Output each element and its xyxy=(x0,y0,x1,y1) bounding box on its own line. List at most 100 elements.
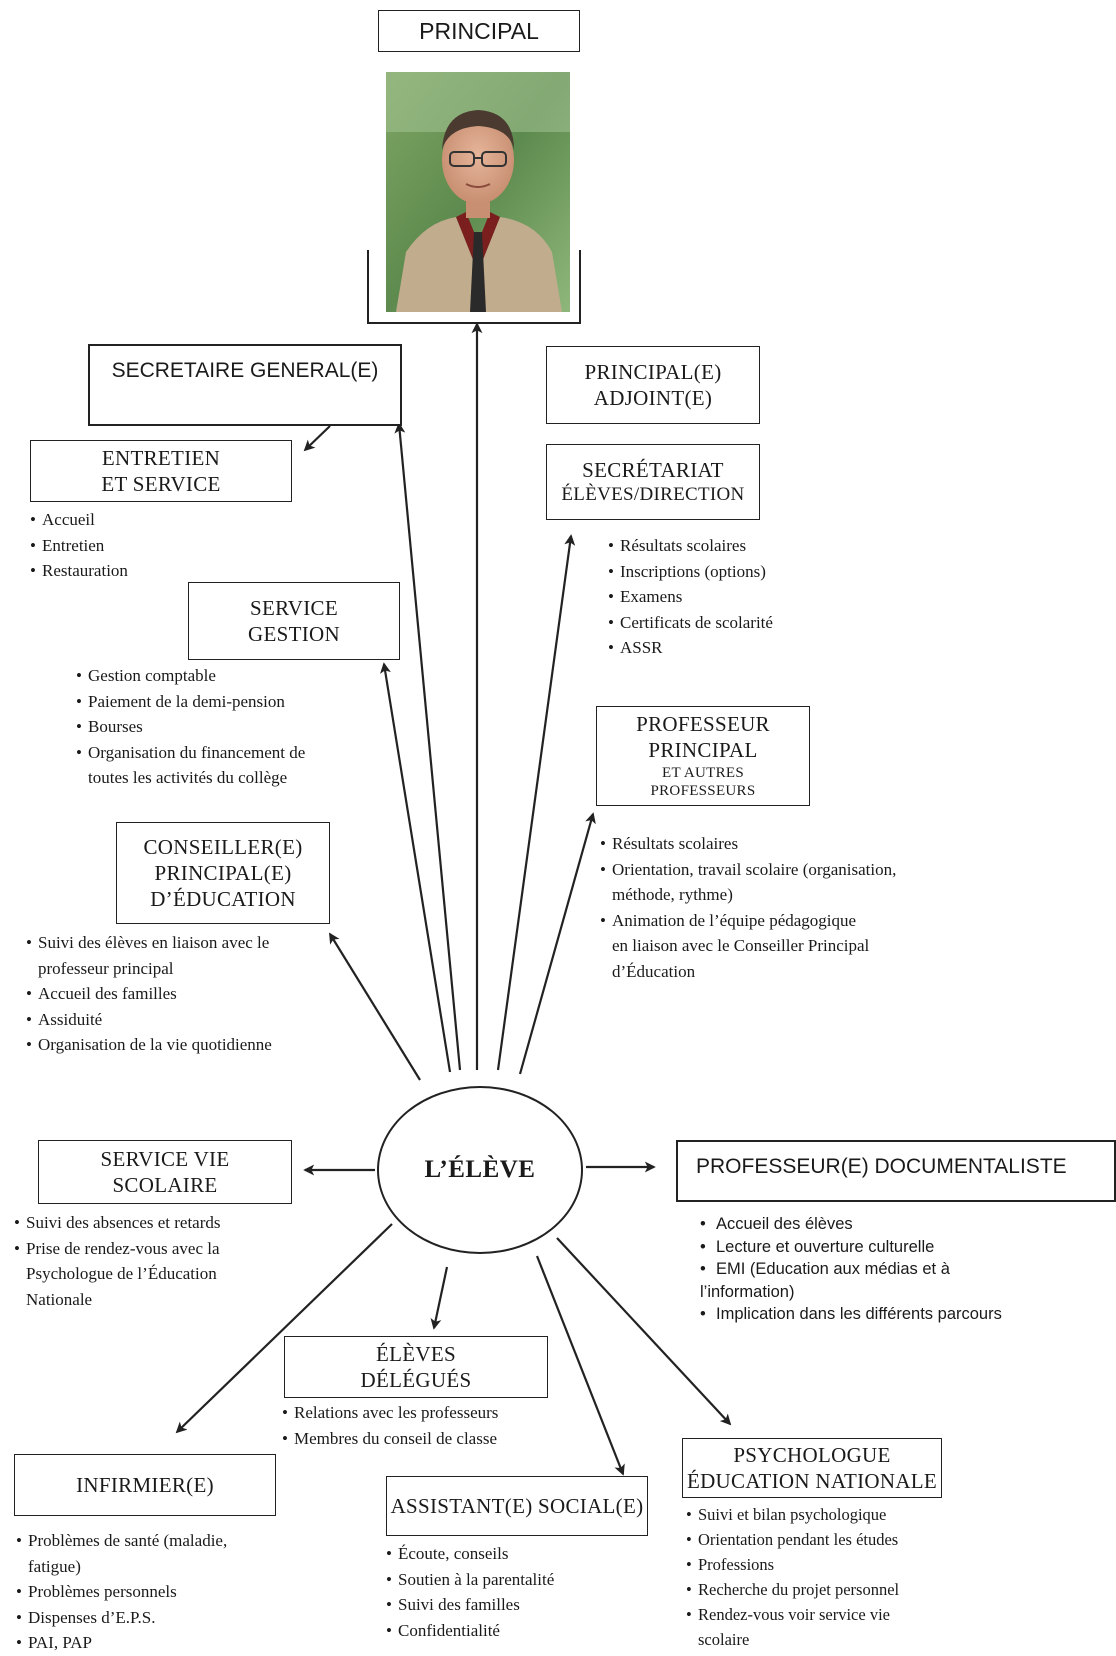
professeur-principal-box: PROFESSEUR PRINCIPAL ET AUTRES PROFESSEU… xyxy=(596,706,810,806)
list-item-continued: fatigue) xyxy=(28,1556,81,1576)
entretien-list: Accueil Entretien Restauration xyxy=(30,507,128,584)
list-item: Orientation, travail scolaire (organisat… xyxy=(600,857,896,883)
arrow-to-secretaire-general xyxy=(394,422,462,1071)
arrow-to-psychologue xyxy=(556,1237,732,1426)
list-item: Paiement de la demi-pension xyxy=(76,689,305,715)
assistant-social-list: Écoute, conseils Soutien à la parentalit… xyxy=(386,1541,554,1643)
vie-scolaire-title-line-2: SCOLAIRE xyxy=(112,1173,218,1197)
cpe-title-line-3: D’ÉDUCATION xyxy=(150,887,296,912)
cpe-box: CONSEILLER(E) PRINCIPAL(E) D’ÉDUCATION xyxy=(116,822,330,924)
documentaliste-box: PROFESSEUR(E) DOCUMENTALISTE xyxy=(676,1140,1116,1202)
list-item: Orientation pendant les études xyxy=(686,1527,899,1552)
service-gestion-list: Gestion comptable Paiement de la demi-pe… xyxy=(76,663,305,791)
list-item: Implication dans les différents parcours xyxy=(700,1303,1002,1326)
vie-scolaire-title-line-1: SERVICE VIE xyxy=(100,1146,230,1171)
cpe-title-line-1: CONSEILLER(E) xyxy=(143,834,303,859)
list-item: Certificats de scolarité xyxy=(608,610,773,636)
psychologue-box: PSYCHOLOGUE ÉDUCATION NATIONALE xyxy=(682,1438,942,1498)
list-item: Résultats scolaires xyxy=(600,831,896,857)
arrow-to-professeur-principal xyxy=(518,812,596,1075)
list-item: Suivi des élèves en liaison avec le xyxy=(26,930,272,956)
entretien-title-line-2: ET SERVICE xyxy=(101,472,221,496)
list-item: Écoute, conseils xyxy=(386,1541,554,1567)
secretariat-box: SECRÉTARIAT ÉLÈVES/DIRECTION xyxy=(546,444,760,520)
list-item: Accueil des familles xyxy=(26,981,272,1007)
professeur-principal-title-line-1: PROFESSEUR xyxy=(636,712,770,736)
list-item: Rendez-vous voir service vie xyxy=(686,1602,899,1627)
professeur-principal-subtitle-line-2: PROFESSEURS xyxy=(650,783,756,800)
list-item-continued: scolaire xyxy=(698,1630,750,1649)
student-circle: L’ÉLÈVE xyxy=(377,1086,583,1254)
list-item: Organisation du financement de xyxy=(76,740,305,766)
list-item: Problèmes personnels xyxy=(16,1579,227,1605)
list-item: Soutien à la parentalité xyxy=(386,1567,554,1593)
professeur-principal-subtitle-line-1: ET AUTRES xyxy=(661,764,744,781)
infirmier-box: INFIRMIER(E) xyxy=(14,1454,276,1516)
photo-bracket xyxy=(367,250,581,324)
assistant-social-title: ASSISTANT(E) SOCIAL(E) xyxy=(390,1493,644,1518)
list-item: Relations avec les professeurs xyxy=(282,1400,498,1426)
list-item: Résultats scolaires xyxy=(608,533,773,559)
list-item: Recherche du projet personnel xyxy=(686,1577,899,1602)
arrow-to-service-gestion xyxy=(380,662,452,1073)
arrow-to-delegues xyxy=(430,1266,449,1330)
psychologue-title-line-1: PSYCHOLOGUE xyxy=(733,1442,891,1467)
principal-photo xyxy=(386,72,570,312)
list-item: Animation de l’équipe pédagogique xyxy=(600,908,896,934)
service-gestion-box: SERVICE GESTION xyxy=(188,582,400,660)
list-item: Prise de rendez-vous avec la xyxy=(14,1236,221,1262)
list-item: Gestion comptable xyxy=(76,663,305,689)
arrow-to-infirmier xyxy=(175,1223,393,1434)
list-item: Examens xyxy=(608,584,773,610)
list-item: Lecture et ouverture culturelle xyxy=(700,1236,1002,1259)
entretien-box: ENTRETIEN ET SERVICE xyxy=(30,440,292,502)
delegues-box: ÉLÈVES DÉLÉGUÉS xyxy=(284,1336,548,1398)
secretaire-general-box: SECRETAIRE GENERAL(E) xyxy=(88,344,402,426)
psychologue-title-line-2: ÉDUCATION NATIONALE xyxy=(686,1469,938,1493)
principal-adjoint-title-line-2: ADJOINT(E) xyxy=(593,386,713,410)
student-label: L’ÉLÈVE xyxy=(424,1156,536,1183)
list-item: Organisation de la vie quotidienne xyxy=(26,1032,272,1058)
list-item: Membres du conseil de classe xyxy=(282,1426,498,1452)
professeur-principal-title-line-2: PRINCIPAL xyxy=(648,738,758,763)
secretariat-list: Résultats scolaires Inscriptions (option… xyxy=(608,533,773,661)
arrow-to-assistant-social xyxy=(535,1255,625,1476)
list-item-continued: Nationale xyxy=(26,1289,93,1309)
cpe-list: Suivi des élèves en liaison avec le prof… xyxy=(26,930,272,1058)
principal-adjoint-title-line-1: PRINCIPAL(E) xyxy=(584,359,722,384)
documentaliste-list: Accueil des élèves Lecture et ouverture … xyxy=(700,1213,1002,1326)
list-item-continued: d’Éducation xyxy=(612,961,696,981)
delegues-list: Relations avec les professeurs Membres d… xyxy=(282,1400,498,1451)
service-gestion-title-line-2: GESTION xyxy=(248,622,340,646)
list-item-continued: en liaison avec le Conseiller Principal xyxy=(612,936,870,955)
list-item: Professions xyxy=(686,1552,899,1577)
assistant-social-box: ASSISTANT(E) SOCIAL(E) xyxy=(386,1476,648,1536)
list-item: Accueil xyxy=(30,507,128,533)
list-item: ASSR xyxy=(608,635,773,661)
infirmier-list: Problèmes de santé (maladie, fatigue) Pr… xyxy=(16,1528,227,1656)
list-item: Suivi des familles xyxy=(386,1592,554,1618)
arrow-to-secretariat xyxy=(496,534,576,1071)
list-item: Dispenses d’E.P.S. xyxy=(16,1605,227,1631)
list-item-continued: l’information) xyxy=(700,1282,795,1301)
list-item: Confidentialité xyxy=(386,1618,554,1644)
delegues-title-line-1: ÉLÈVES xyxy=(376,1341,456,1366)
list-item-continued: professeur principal xyxy=(38,958,174,978)
service-gestion-title-line-1: SERVICE xyxy=(250,595,338,620)
cpe-title-line-2: PRINCIPAL(E) xyxy=(154,860,292,885)
list-item: Accueil des élèves xyxy=(700,1213,1002,1236)
vie-scolaire-list: Suivi des absences et retards Prise de r… xyxy=(14,1210,221,1312)
list-item: Inscriptions (options) xyxy=(608,559,773,585)
list-item-continued: méthode, rythme) xyxy=(612,885,733,904)
list-item-continued: Psychologue de l’Éducation xyxy=(26,1264,217,1283)
list-item: Restauration xyxy=(30,558,128,584)
list-item: Problèmes de santé (maladie, xyxy=(16,1528,227,1554)
psychologue-list: Suivi et bilan psychologique Orientation… xyxy=(686,1502,899,1652)
list-item-continued: toutes les activités du collège xyxy=(88,768,288,787)
list-item: Bourses xyxy=(76,714,305,740)
secretaire-general-title: SECRETAIRE GENERAL(E) xyxy=(111,359,379,382)
list-item: Suivi et bilan psychologique xyxy=(686,1502,899,1527)
delegues-title-line-2: DÉLÉGUÉS xyxy=(360,1368,472,1392)
professeur-principal-list: Résultats scolaires Orientation, travail… xyxy=(600,831,896,984)
